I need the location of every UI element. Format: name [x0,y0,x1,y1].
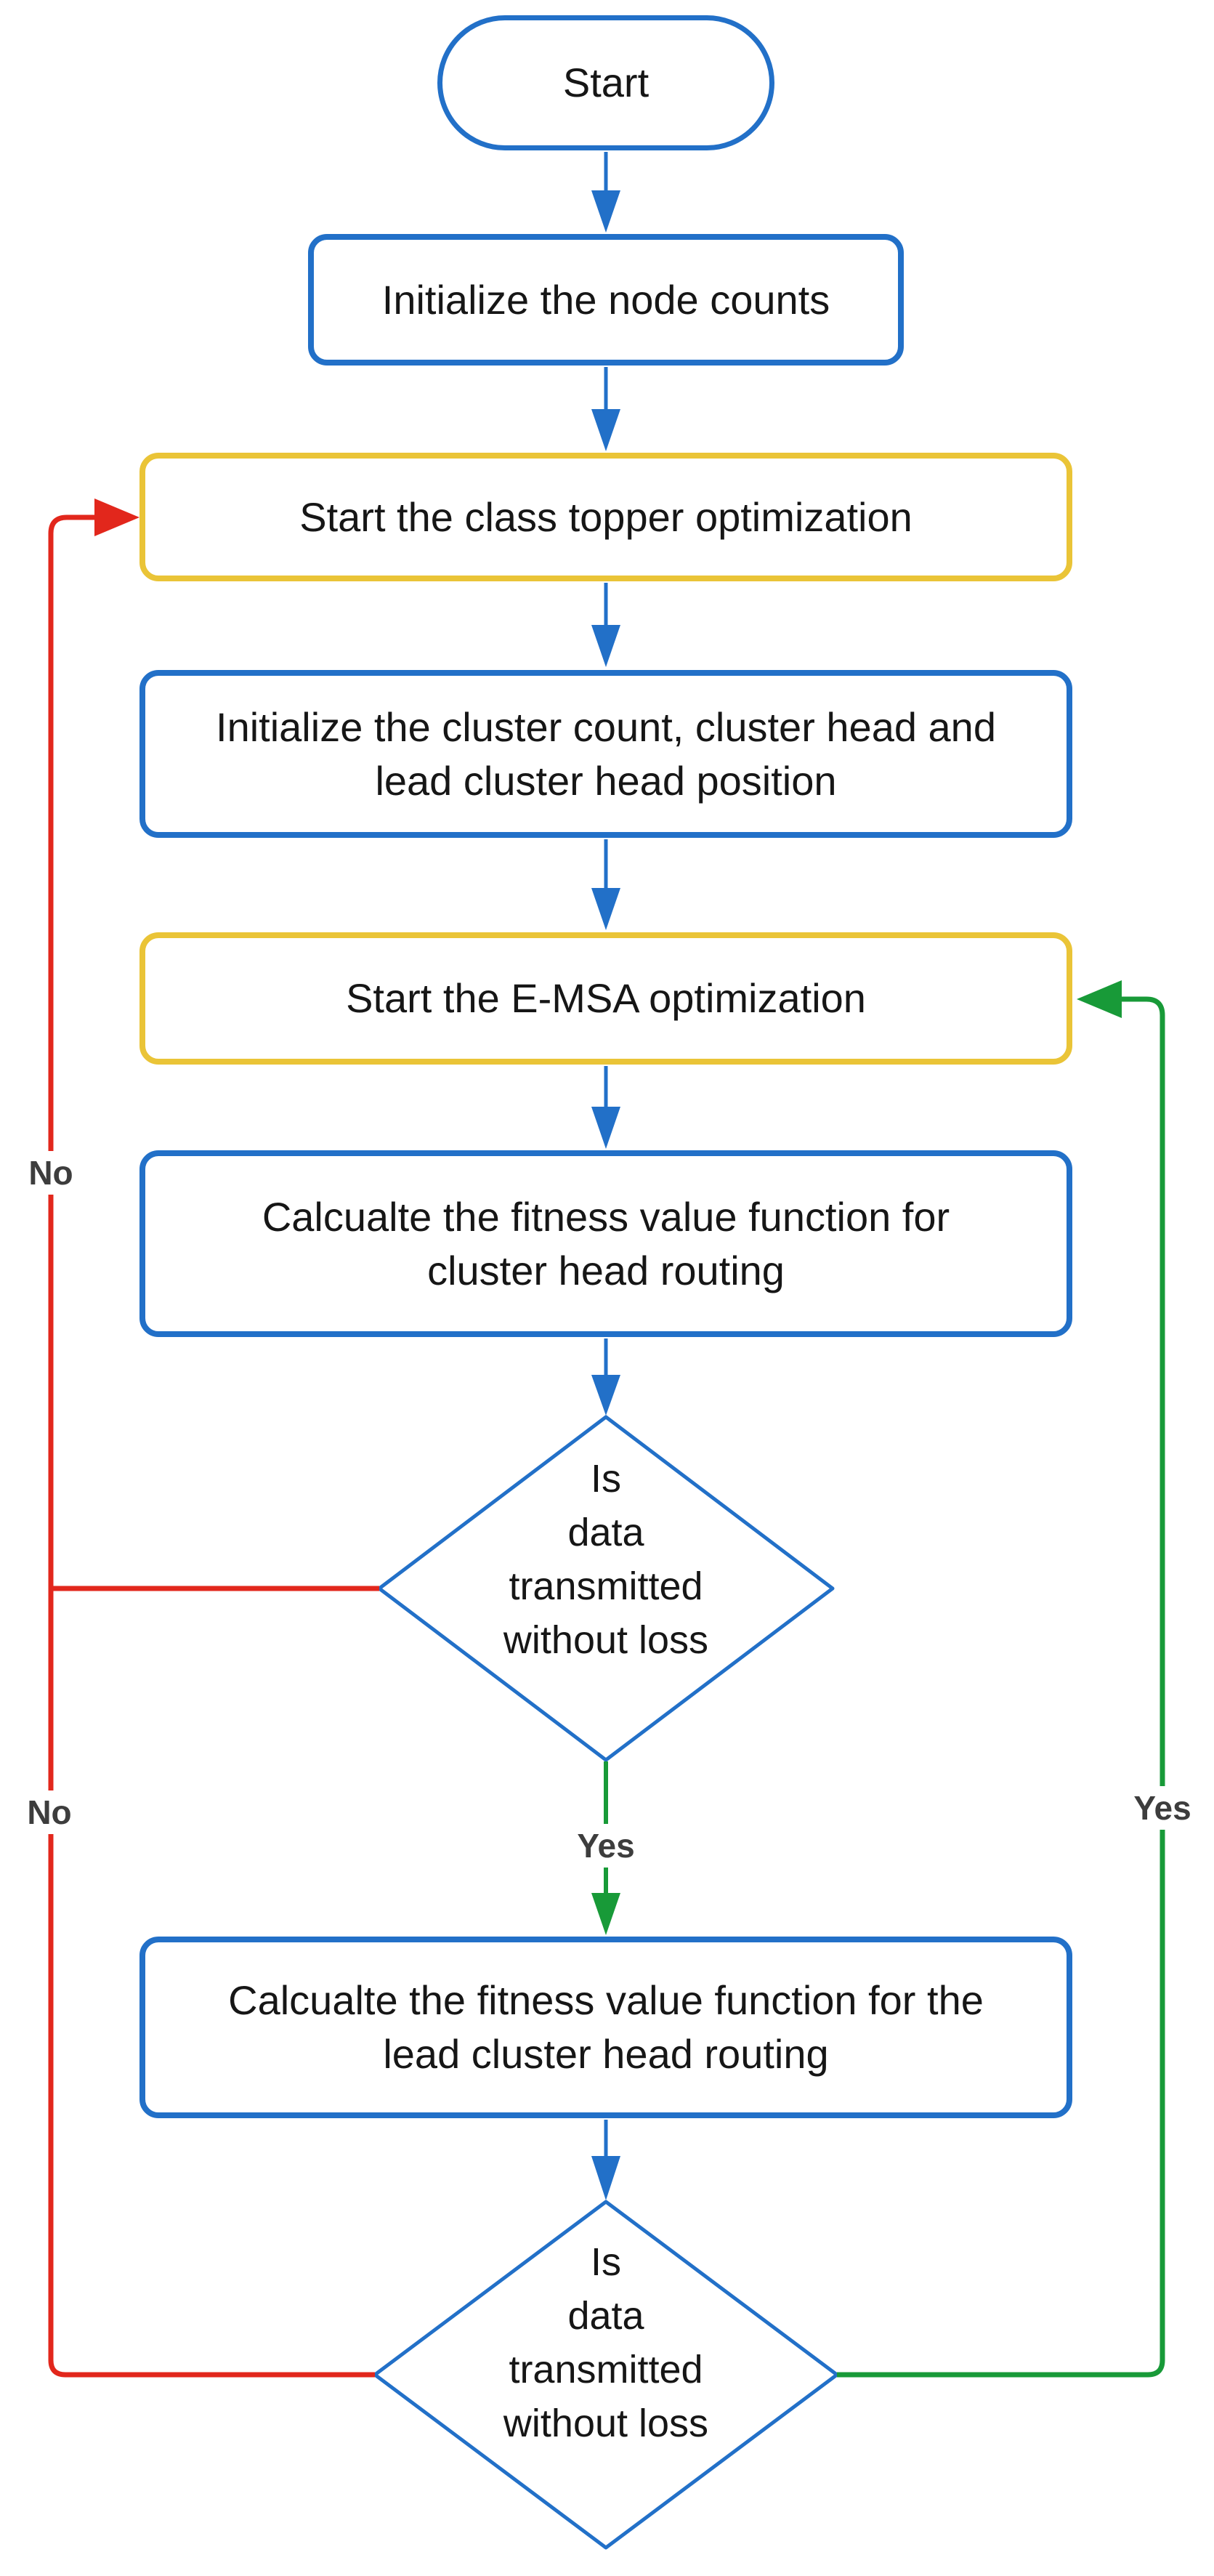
arrowhead-emsa-to-fitness [591,1107,620,1149]
init-node-counts-node: Initialize the node counts [308,234,904,366]
fitness-lead-label-line-1: Calcualte the fitness value function for… [228,1977,984,2023]
decision-1-line-4: without loss [503,1618,709,1662]
fitness-cluster-label-line-2: cluster head routing [427,1247,785,1293]
fitness-cluster-node: Calcualte the fitness value function for… [139,1150,1072,1337]
decision-2-line-2: data [567,2294,644,2338]
start-node: Start [437,15,774,150]
edge-label-yes-1: Yes [562,1824,650,1868]
decision-2-text: Is data transmitted without loss [461,2235,751,2450]
decision-2-diamond [373,2200,839,2550]
decision-1-text: Is data transmitted without loss [461,1452,751,1667]
decision-1-line-2: data [567,1511,644,1554]
edge-label-no-1: No [9,1151,93,1195]
fitness-lead-label-line-2: lead cluster head routing [383,2031,829,2077]
class-topper-label: Start the class topper optimization [299,493,912,540]
decision-1-line-3: transmitted [509,1564,703,1608]
arrowhead-classtopper-to-cluster [591,625,620,667]
edge-yes-down-arrowhead [591,1893,620,1935]
fitness-lead-node: Calcualte the fitness value function for… [139,1937,1072,2118]
decision-2-line-3: transmitted [509,2348,703,2391]
init-node-counts-label: Initialize the node counts [381,276,830,323]
fitness-cluster-label-line-1: Calcualte the fitness value function for [262,1193,950,1240]
arrowhead-init-to-classtopper [591,409,620,451]
edge-label-no-2: No [7,1790,92,1834]
init-cluster-label-line-2: lead cluster head position [375,757,837,804]
decision-2-line-1: Is [590,2240,621,2284]
edge-yes-loop [837,996,1165,2378]
init-cluster-label-line-1: Initialize the cluster count, cluster he… [216,703,996,750]
edge-no-loop-main [48,514,375,2378]
emsa-node: Start the E-MSA optimization [139,932,1072,1065]
init-cluster-node: Initialize the cluster count, cluster he… [139,670,1072,838]
edge-label-yes-2: Yes [1119,1786,1206,1830]
arrowhead-cluster-to-emsa [591,888,620,930]
arrowhead-fitnesslead-to-decision2 [591,2156,620,2200]
edge-yes-arrowhead [1077,980,1122,1018]
blue-flow-arrows [591,152,620,2200]
decision-1-diamond [377,1415,835,1762]
decision-1-line-1: Is [590,1457,621,1501]
class-topper-node: Start the class topper optimization [139,453,1072,581]
emsa-label: Start the E-MSA optimization [346,975,866,1021]
edge-no-arrowhead [94,498,139,536]
decision-2-line-4: without loss [503,2402,709,2445]
start-node-label: Start [562,60,650,105]
arrowhead-fitness-to-decision1 [591,1375,620,1416]
arrowhead-start-to-init [591,190,620,233]
